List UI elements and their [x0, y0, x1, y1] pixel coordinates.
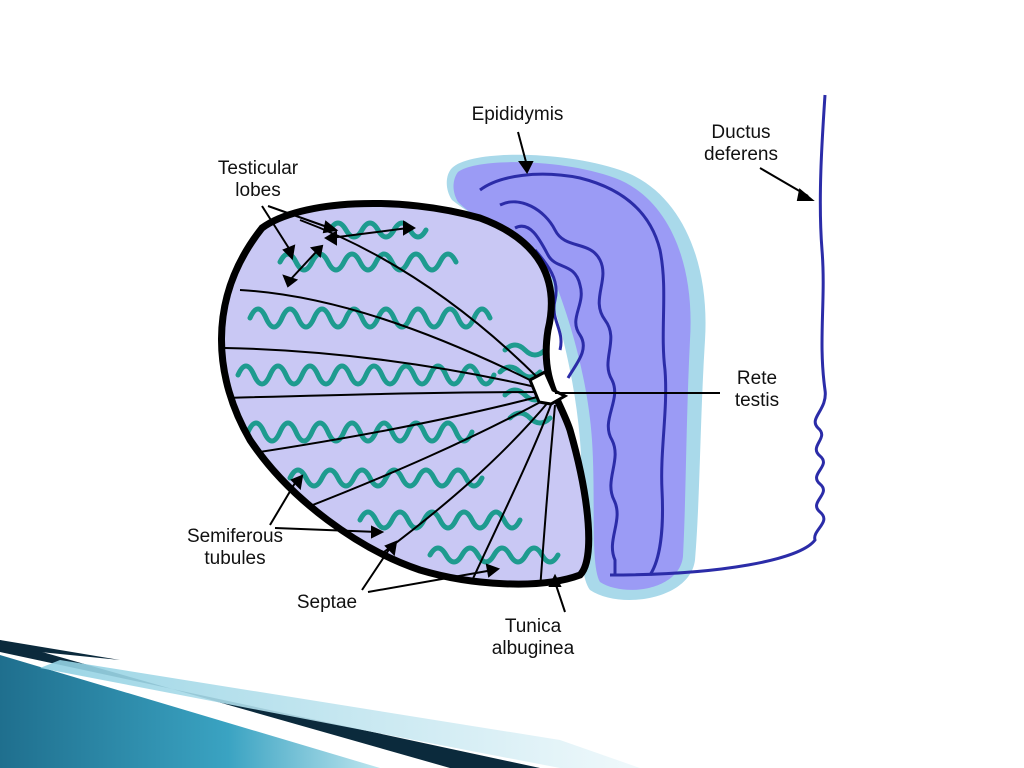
septae-lines: [224, 219, 556, 585]
ductus-deferens-duct: [609, 94, 827, 577]
label-tubules-line1: Semiferous: [186, 526, 284, 547]
epididymis-body: [453, 162, 691, 590]
label-rete-line2: testis: [734, 390, 780, 411]
label-lobes-line1: Testicular: [217, 158, 299, 179]
label-epididymis: Epididymis: [440, 104, 595, 126]
label-lobes-line2: lobes: [235, 180, 281, 201]
corner-banner: [0, 640, 640, 768]
tunica-albuginea-outline: [218, 199, 593, 588]
label-tunica-line1: Tunica: [504, 616, 562, 637]
label-testicular-lobes: Testicular lobes: [188, 158, 328, 202]
label-semiferous-tubules: Semiferous tubules: [150, 526, 320, 570]
label-rete-line1: Rete: [736, 368, 778, 389]
rete-testis-notch: [528, 369, 569, 406]
label-septae: Septae: [282, 592, 372, 614]
label-tunica-albuginea: Tunica albuginea: [458, 616, 608, 660]
epididymis-duct: [479, 172, 668, 576]
label-tubules-line2: tubules: [204, 548, 266, 569]
pointer-lines: [261, 131, 815, 613]
label-rete-testis: Rete testis: [712, 368, 802, 412]
label-ductus-deferens: Ductus deferens: [676, 122, 806, 166]
label-tunica-line2: albuginea: [491, 638, 575, 659]
label-septae-text: Septae: [296, 592, 358, 613]
label-ductus-line2: deferens: [704, 144, 778, 165]
label-ductus-line1: Ductus: [711, 122, 771, 143]
label-epididymis-text: Epididymis: [471, 104, 564, 125]
